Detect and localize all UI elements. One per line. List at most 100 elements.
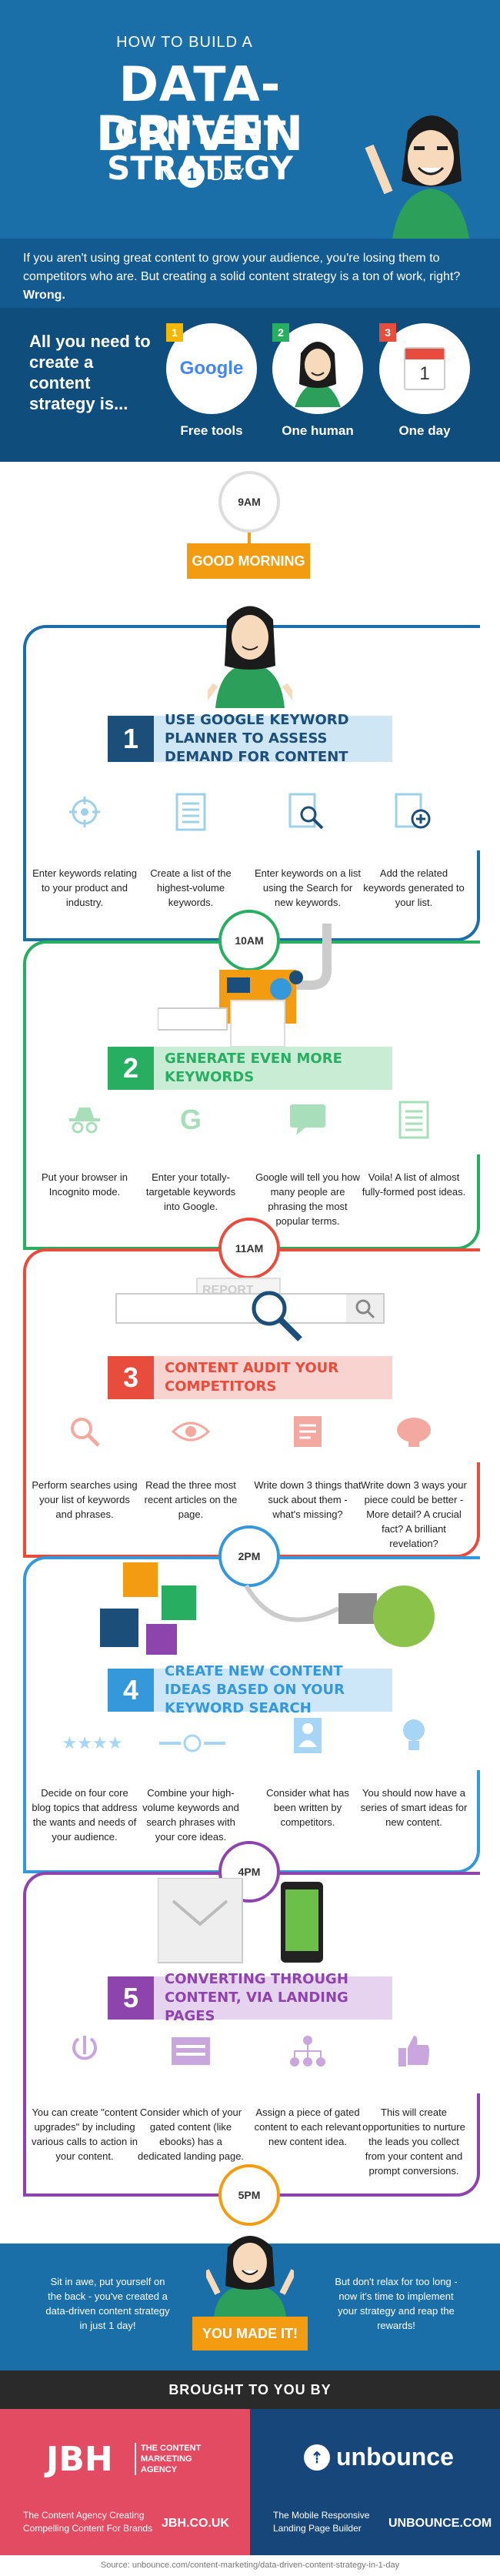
landing-page-icon bbox=[158, 1878, 323, 1963]
need-number: 2 bbox=[272, 323, 289, 342]
puzzle-icon bbox=[100, 1562, 196, 1655]
step-title: CONTENT AUDIT YOUR COMPETITORS bbox=[154, 1356, 392, 1399]
hierarchy-icon bbox=[285, 2028, 331, 2074]
browser-page-icon bbox=[168, 2028, 214, 2074]
step-title: USE GOOGLE KEYWORD PLANNER TO ASSESS DEM… bbox=[154, 712, 392, 765]
jbh-panel: JBH THE CONTENT MARKETING AGENCY The Con… bbox=[0, 2409, 250, 2555]
jbh-url-link[interactable]: JBH.CO.UK bbox=[162, 2517, 230, 2530]
step-1-sub-2: Create a list of the highest-volume keyw… bbox=[150, 867, 232, 908]
step-1-sub-4: Add the related keywords generated to yo… bbox=[363, 867, 465, 908]
step-number: 2 bbox=[108, 1047, 154, 1090]
woman-character-icon bbox=[206, 2236, 294, 2317]
search-document-icon bbox=[285, 789, 331, 835]
source-line: Source: unbounce.com/content-marketing/d… bbox=[0, 2555, 500, 2576]
jbh-name: THE CONTENT MARKETING AGENCY bbox=[135, 2443, 204, 2475]
step-number: 5 bbox=[108, 1976, 154, 2020]
incognito-icon bbox=[62, 1097, 108, 1143]
lightbulb-small-icon bbox=[391, 1712, 437, 1759]
need-item-human: 2 One human bbox=[272, 323, 364, 439]
search-icon bbox=[346, 1295, 383, 1322]
step-number: 3 bbox=[108, 1356, 154, 1399]
need-item-day: 3 1 One day bbox=[378, 323, 471, 439]
google-logo-icon: Google bbox=[179, 358, 244, 379]
need-number: 1 bbox=[166, 323, 183, 342]
list-document-icon bbox=[168, 789, 214, 835]
click-icon bbox=[62, 2028, 108, 2074]
header-how: HOW TO BUILD A bbox=[116, 34, 253, 51]
step-1-sub-3: Enter keywords on a list using the Searc… bbox=[254, 867, 361, 908]
unbounce-panel: ⇡ unbounce The Mobile Responsive Landing… bbox=[250, 2409, 500, 2555]
step-4-sub-4: You should now have a series of smart id… bbox=[360, 1787, 468, 1828]
step-number: 4 bbox=[108, 1669, 154, 1712]
magnifier-icon bbox=[252, 1291, 302, 1341]
step-title: CREATE NEW CONTENT IDEAS BASED ON YOUR K… bbox=[154, 1663, 392, 1716]
step-5-sub-3: Assign a piece of gated content to each … bbox=[254, 2107, 362, 2147]
search-bar bbox=[115, 1293, 385, 1324]
note-icon bbox=[285, 1408, 331, 1455]
step-title: CONVERTING THROUGH CONTENT, VIA LANDING … bbox=[154, 1971, 392, 2024]
keyword-machine-icon bbox=[158, 924, 332, 1047]
step-4-sub-2: Combine your high-volume keywords and se… bbox=[142, 1787, 239, 1843]
step-4-header: 4 CREATE NEW CONTENT IDEAS BASED ON YOUR… bbox=[108, 1663, 392, 1716]
woman-character-icon bbox=[295, 342, 341, 407]
time-5pm: 5PM bbox=[218, 2164, 280, 2226]
step-1-sub-1: Enter keywords relating to your product … bbox=[32, 867, 137, 908]
eye-icon bbox=[168, 1408, 214, 1455]
lightbulb-icon bbox=[244, 1584, 435, 1647]
thumbs-up-icon bbox=[391, 2028, 437, 2074]
brought-to-you-by: BROUGHT TO YOU BY bbox=[0, 2371, 500, 2409]
search-icon bbox=[62, 1408, 108, 1455]
need-label: Free tools bbox=[180, 423, 243, 438]
unbounce-logo-icon: ⇡ bbox=[304, 2444, 330, 2471]
step-1-header: 1 USE GOOGLE KEYWORD PLANNER TO ASSESS D… bbox=[108, 712, 392, 765]
calendar-icon: 1 bbox=[404, 347, 445, 390]
you-made-it-badge: YOU MADE IT! bbox=[192, 2317, 308, 2350]
step-number: 1 bbox=[108, 716, 154, 762]
list-document-icon bbox=[391, 1097, 437, 1143]
step-5-sub-2: Consider which of your gated content (li… bbox=[137, 2107, 245, 2162]
time-9am: 9AM bbox=[218, 471, 280, 533]
stars-icon: ★★★★ bbox=[62, 1733, 123, 1752]
header-in: IN bbox=[155, 165, 173, 184]
brain-icon bbox=[391, 1408, 437, 1455]
header-day-number: 1 bbox=[178, 162, 205, 188]
woman-character-icon bbox=[208, 606, 292, 708]
step-title: GENERATE EVEN MORE KEYWORDS bbox=[154, 1047, 392, 1090]
step-2-sub-2: Enter your totally-targetable keywords i… bbox=[145, 1171, 236, 1212]
woman-character-icon bbox=[365, 115, 469, 239]
google-g-icon: G bbox=[179, 1104, 202, 1135]
intro-text-block: If you aren't using great content to gro… bbox=[0, 239, 500, 308]
jbh-logo: JBH bbox=[46, 2440, 113, 2479]
time-10am: 10AM bbox=[218, 910, 280, 971]
need-label: One human bbox=[282, 423, 354, 438]
step-5-header: 5 CONVERTING THROUGH CONTENT, VIA LANDIN… bbox=[108, 1971, 392, 2024]
step-3-header: 3 CONTENT AUDIT YOUR COMPETITORS bbox=[108, 1356, 392, 1399]
step-2-sub-1: Put your browser in Incognito mode. bbox=[42, 1171, 128, 1198]
final-right-text: But don't relax for too long - now it's … bbox=[335, 2276, 458, 2331]
jbh-tagline[interactable]: The Content Agency Creating Compelling C… bbox=[23, 2510, 153, 2534]
chat-bubble-icon bbox=[285, 1097, 331, 1143]
step-4-sub-3: Consider what has been written by compet… bbox=[266, 1787, 349, 1828]
step-2-header: 2 GENERATE EVEN MORE KEYWORDS bbox=[108, 1047, 392, 1090]
step-3-sub-2: Read the three most recent articles on t… bbox=[144, 1479, 238, 1520]
unbounce-url-link[interactable]: UNBOUNCE.COM bbox=[388, 2517, 492, 2530]
step-4-sub-1: Decide on four core blog topics that add… bbox=[32, 1787, 138, 1843]
step-2-sub-4: Voila! A list of almost fully-formed pos… bbox=[362, 1171, 466, 1198]
unbounce-logo: unbounce bbox=[336, 2443, 454, 2471]
intro-text: If you aren't using great content to gro… bbox=[23, 252, 461, 283]
needs-title: All you need to create a content strateg… bbox=[29, 332, 151, 413]
header-day: DAY bbox=[211, 165, 245, 184]
combine-arrows-icon bbox=[158, 1720, 227, 1766]
need-item-tools: 1 Google Free tools bbox=[165, 323, 258, 439]
step-2-sub-3: Google will tell you how many people are… bbox=[255, 1171, 360, 1227]
unbounce-tagline: The Mobile Responsive Landing Page Build… bbox=[273, 2510, 370, 2534]
step-3-sub-3: Write down 3 things that suck about them… bbox=[254, 1479, 362, 1520]
add-document-icon bbox=[391, 789, 437, 835]
final-left-text: Sit in awe, put yourself on the back - y… bbox=[45, 2276, 170, 2331]
step-3-sub-4: Write down 3 ways your piece could be be… bbox=[361, 1479, 467, 1549]
step-5-sub-4: This will create opportunities to nurtur… bbox=[362, 2107, 465, 2177]
step-5-sub-1: You can create "content upgrades" by inc… bbox=[31, 2107, 138, 2162]
time-2pm: 2PM bbox=[218, 1525, 280, 1587]
intro-bold: Wrong. bbox=[23, 289, 65, 302]
target-icon bbox=[62, 789, 108, 835]
